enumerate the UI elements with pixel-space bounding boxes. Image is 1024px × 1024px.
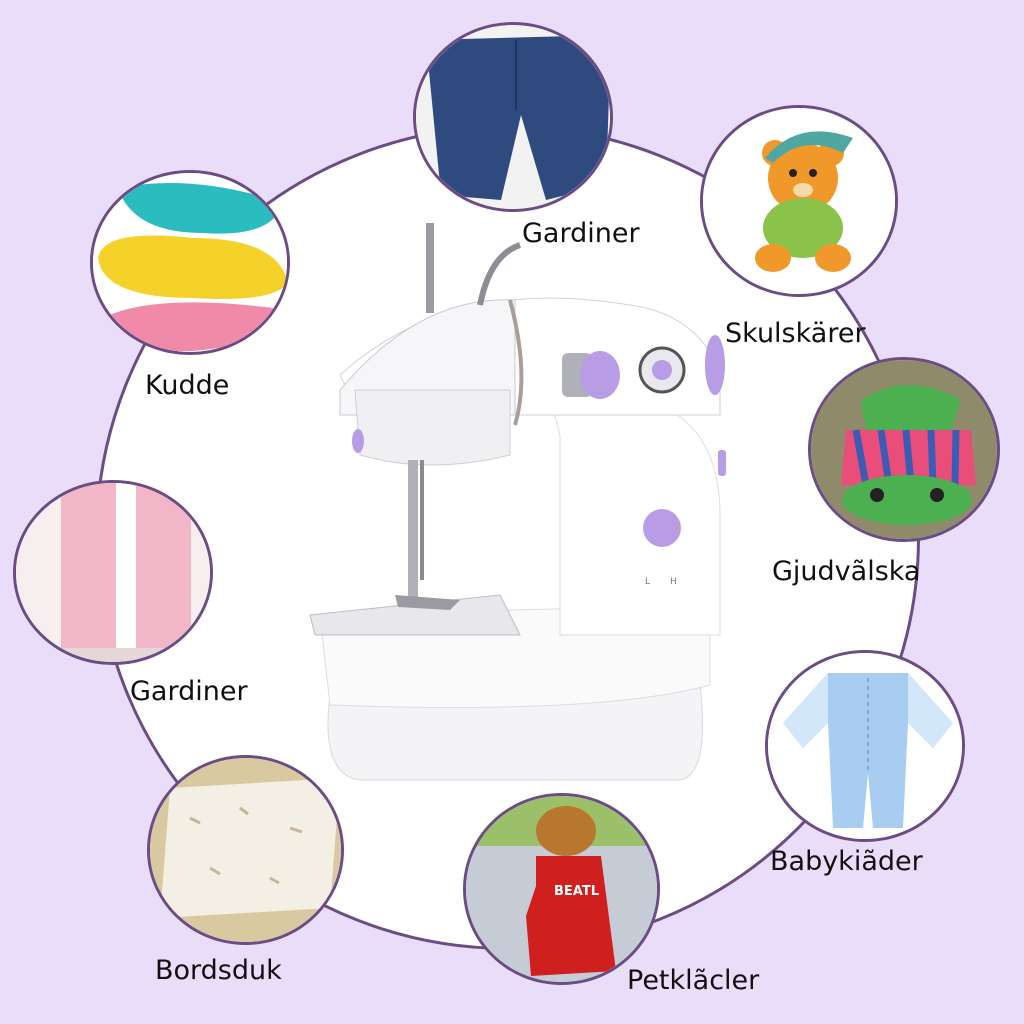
thumb-pouch (808, 357, 1000, 542)
curtains-icon (16, 483, 210, 662)
baby-onesie-icon (768, 653, 962, 839)
thumb-babysuit (765, 650, 965, 842)
dial-label-low: L (645, 577, 651, 587)
label-dogcoat: Petklãcler (627, 965, 760, 996)
tablecloth-icon (150, 758, 341, 942)
jeans-icon (416, 25, 610, 209)
label-curtains: Gardiner (130, 676, 248, 707)
thumb-pillows (90, 170, 290, 355)
label-pillows: Kudde (145, 370, 230, 401)
label-teddy: Skulskärer (725, 318, 866, 349)
label-jeans: Gardiner (522, 218, 640, 249)
dog-coat-print-text: BEATL (554, 884, 599, 899)
label-pouch: Gjudvãlska (772, 556, 921, 587)
thumb-curtains (13, 480, 213, 665)
thumb-teddy (700, 105, 898, 297)
label-babysuit: Babykiãder (770, 846, 923, 877)
label-tablecloth: Bordsduk (155, 955, 282, 986)
thumb-tablecloth (147, 755, 344, 945)
dog-coat-icon (466, 796, 657, 982)
sewing-machine-image: L H (300, 215, 740, 785)
thumb-jeans (413, 22, 613, 212)
pillows-icon (93, 173, 287, 352)
dial-label-high: H (670, 577, 677, 587)
teddy-bear-icon (703, 108, 895, 294)
drawstring-bag-icon (811, 360, 997, 539)
thumb-dogcoat: BEATL (463, 793, 660, 985)
